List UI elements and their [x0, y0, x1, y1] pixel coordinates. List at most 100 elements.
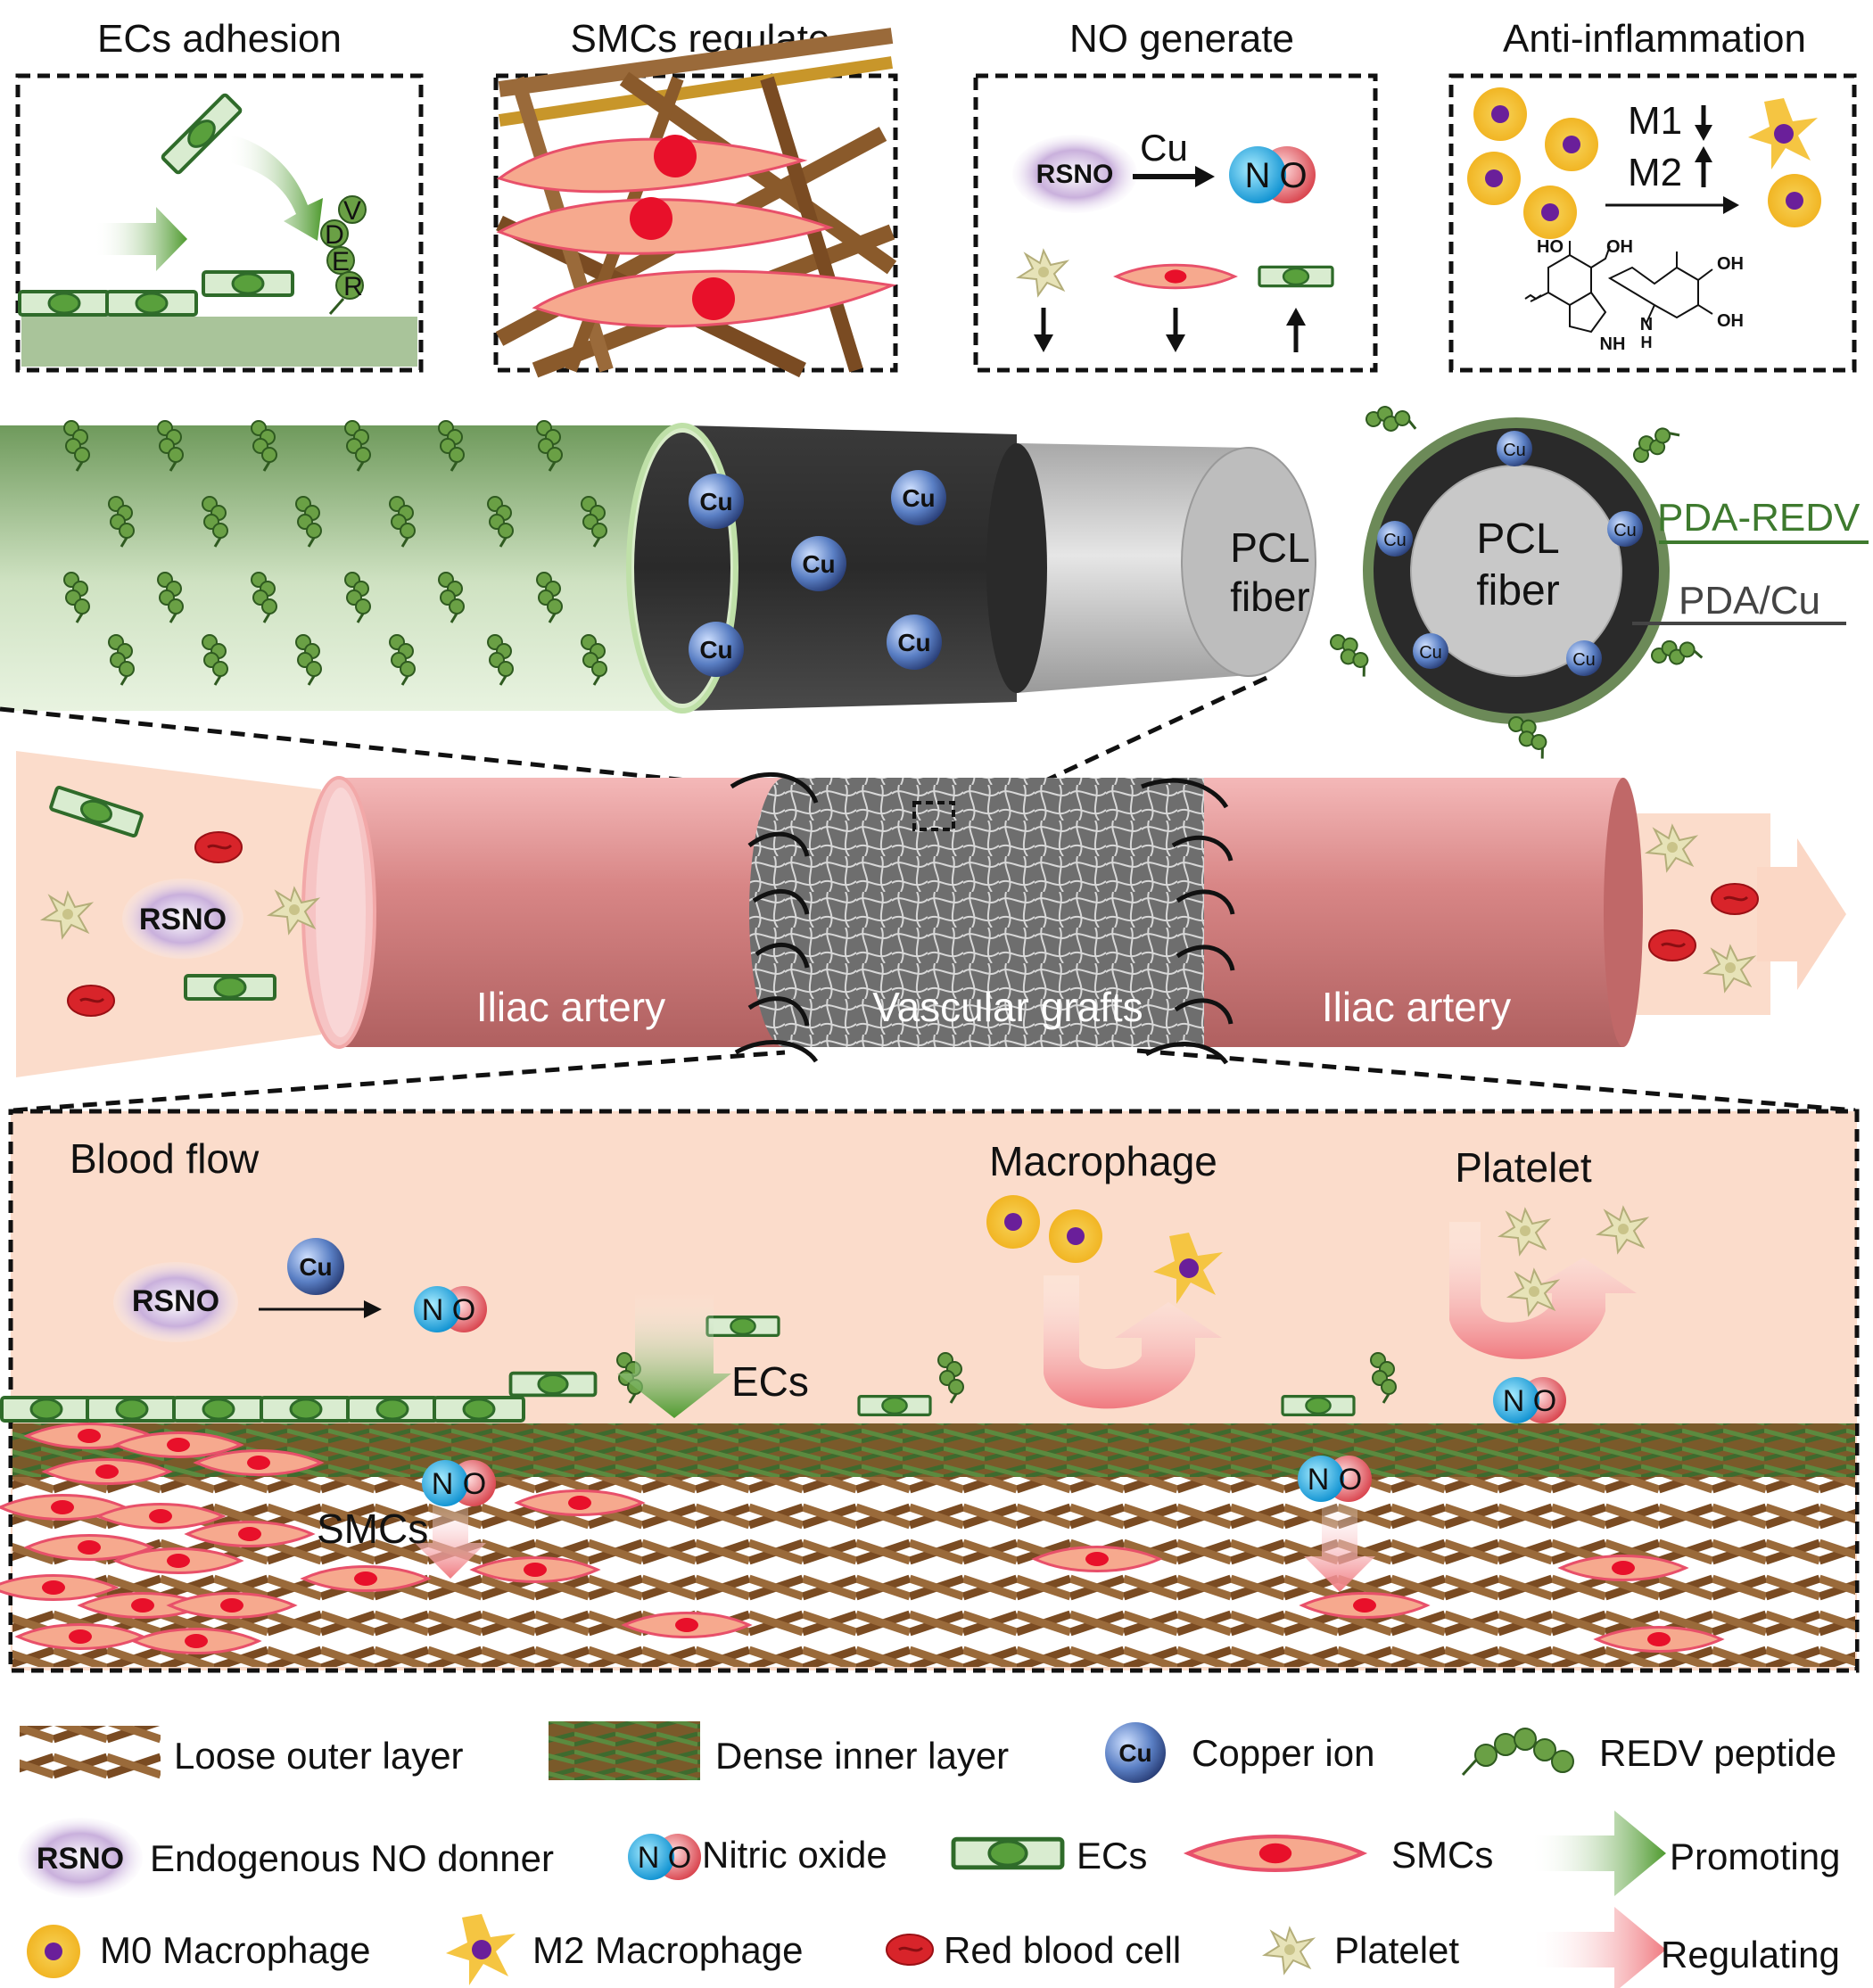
- legend-platelet: Platelet: [1334, 1929, 1459, 1971]
- legend-smc-icon: [1188, 1836, 1363, 1870]
- cs-fiber-label: fiber: [1476, 567, 1559, 615]
- ec-cell: [202, 270, 294, 297]
- cs-cu-label: Cu: [1572, 650, 1596, 670]
- legend: Loose outer layer Dense inner layer Cu C…: [18, 1721, 1840, 1988]
- arrow-down-icon: [1034, 334, 1053, 352]
- chem-oh: OH: [1717, 254, 1744, 274]
- rsno-label: RSNO: [139, 903, 227, 936]
- copper-ion: [689, 622, 744, 677]
- arrow-down-icon: [1166, 334, 1185, 352]
- rsno-molecule: [1012, 135, 1137, 213]
- cu-label: Cu: [897, 629, 930, 656]
- legend-promoting: Promoting: [1670, 1835, 1840, 1877]
- macrophage-label: Macrophage: [989, 1138, 1217, 1184]
- ec-cell: [184, 974, 276, 1001]
- zoom-guide: [1136, 1048, 1856, 1113]
- cu-catalyst-label: Cu: [1140, 127, 1188, 169]
- regulating-arrow: [415, 1503, 486, 1579]
- legend-copper-icon-label: Cu: [1118, 1739, 1151, 1767]
- pda-redv-layer: [0, 425, 687, 711]
- legend-m2: M2 Macrophage: [532, 1929, 804, 1971]
- legend-rsno-icon: [18, 1818, 143, 1898]
- legend-dense-inner: Dense inner layer: [715, 1735, 1009, 1777]
- no-o-label: O: [1339, 1463, 1362, 1497]
- no-n-label: N: [1308, 1463, 1330, 1497]
- chem-oh: OH: [1717, 311, 1744, 331]
- legend-promoting-arrow: [1530, 1811, 1666, 1896]
- panel-ecs-adhesion: V D E R: [15, 73, 424, 373]
- cs-cu-label: Cu: [1613, 521, 1637, 540]
- arrow-up-icon: [1286, 308, 1306, 326]
- ec-cell: [857, 1394, 932, 1417]
- chem-h: H: [1641, 334, 1653, 351]
- no-o-label: O: [452, 1293, 475, 1327]
- peptide-letter-v: V: [343, 196, 361, 226]
- promoting-arrow: [617, 1293, 731, 1418]
- ec-cell: [705, 1316, 780, 1338]
- red-blood-cell: [66, 984, 116, 1018]
- copper-ion: [1497, 431, 1532, 466]
- no-n-label: N: [432, 1467, 454, 1501]
- legend-dense-swatch: [549, 1721, 700, 1780]
- legend-m0-icon: [27, 1925, 80, 1978]
- peptide-letter-e: E: [332, 247, 350, 276]
- graft-label: Vascular grafts: [872, 984, 1143, 1030]
- zoom-box: [912, 801, 955, 831]
- ec-cell: [18, 290, 111, 317]
- legend-loose-swatch: [20, 1726, 161, 1781]
- rsno-molecule: [122, 879, 243, 959]
- copper-ion: [1413, 633, 1448, 669]
- fiber-label: fiber: [1230, 573, 1309, 620]
- legend-redv-icon: [1461, 1728, 1574, 1777]
- polydopamine-structure: [1524, 241, 1713, 334]
- redv-peptide: V D E R: [320, 195, 367, 315]
- m0-macrophage: [1049, 1209, 1102, 1263]
- panel-anti-inflammation: M1 M2 HO OH OH OH NH N H: [1448, 73, 1857, 373]
- substrate: [21, 317, 417, 367]
- m0-macrophage-icon: [1467, 152, 1521, 205]
- pcl-label: PCL: [1230, 524, 1309, 571]
- panel-no-generate: RSNO Cu N O: [973, 73, 1378, 373]
- rsno-label: RSNO: [132, 1284, 219, 1318]
- cs-cu-label: Cu: [1503, 441, 1526, 460]
- platelet-label: Platelet: [1455, 1144, 1592, 1191]
- chem-ho: HO: [1537, 237, 1564, 257]
- promoting-arrow: [227, 134, 323, 241]
- legend-ecs: ECs: [1077, 1835, 1147, 1877]
- cu-label: Cu: [699, 488, 732, 516]
- ec-cell: [1281, 1394, 1356, 1417]
- fiber-structure: PCL fiber Cu Cu Cu Cu Cu: [0, 419, 1316, 714]
- nitrogen-atom: [1229, 146, 1286, 203]
- legend-no-o: O: [668, 1841, 691, 1875]
- chem-nh: NH: [1600, 334, 1626, 354]
- copper-ion: [287, 1238, 344, 1295]
- peptide-letter-d: D: [325, 220, 344, 250]
- chem-n: N: [1640, 315, 1653, 334]
- legend-platelet-icon: [1264, 1927, 1314, 1974]
- legend-no-n: N: [638, 1841, 660, 1875]
- smcs-label: SMCs: [317, 1505, 428, 1552]
- right-artery-label: Iliac artery: [1322, 984, 1511, 1030]
- arrow-right-icon: [1723, 196, 1739, 214]
- cs-cu-label: Cu: [1419, 643, 1442, 663]
- arrow-right-icon: [1195, 166, 1215, 187]
- red-blood-cell: [194, 830, 243, 864]
- regulating-arrow: [1044, 1275, 1222, 1409]
- detail-panel: ECs Blood flow RSNO Cu N O Macrophage Pl…: [0, 1109, 1860, 1673]
- copper-ion: [689, 474, 744, 529]
- left-iliac-artery: [339, 778, 785, 1047]
- ec-cell: [105, 290, 198, 317]
- m0-macrophage-icon: [1768, 174, 1821, 227]
- no-o-label: O: [1533, 1384, 1556, 1418]
- left-artery-label: Iliac artery: [476, 984, 665, 1030]
- copper-ion: [791, 536, 846, 591]
- panel-title-anti-inflammation: Anti-inflammation: [1503, 17, 1806, 61]
- legend-copper: Copper ion: [1192, 1732, 1374, 1774]
- red-blood-cell: [1647, 928, 1697, 962]
- no-o-label: O: [463, 1467, 486, 1501]
- ecs-label: ECs: [731, 1358, 809, 1405]
- legend-rsno-icon-label: RSNO: [37, 1842, 124, 1876]
- m1-label: M1: [1628, 99, 1682, 143]
- copper-ion: [1377, 521, 1413, 557]
- legend-copper-icon: [1105, 1722, 1166, 1783]
